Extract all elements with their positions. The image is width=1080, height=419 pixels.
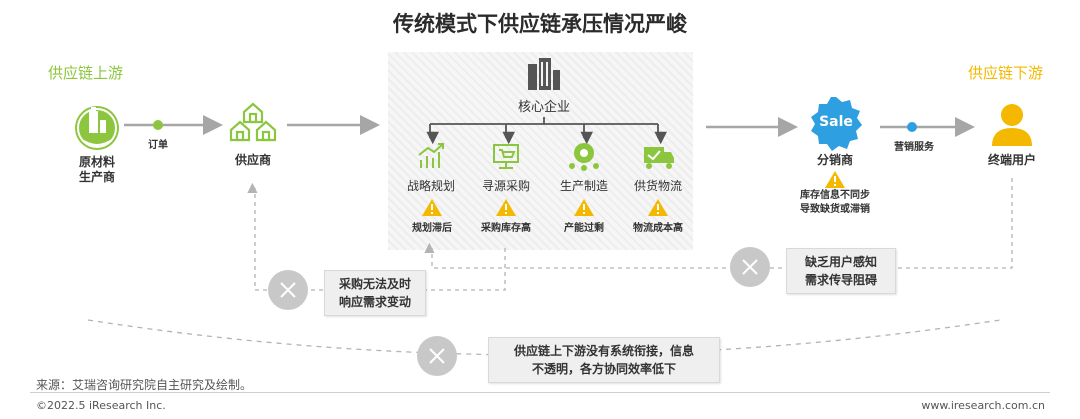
- order-label: 订单: [148, 140, 168, 151]
- cross-icon: [730, 247, 770, 287]
- dashed-chain-arc: [87, 319, 1001, 356]
- module-label: 寻源采购: [481, 179, 530, 193]
- callout-procurement: 采购无法及时 响应需求变动: [324, 270, 426, 316]
- source-note: 来源：艾瑞咨询研究院自主研究及绘制。: [36, 378, 253, 392]
- distributor-label: 分销商: [816, 153, 853, 167]
- warning-icon: [496, 199, 516, 216]
- arrow-order: [124, 115, 223, 135]
- module-problem: 采购库存高: [481, 223, 531, 234]
- module-label: 战略规划: [406, 179, 455, 193]
- core-enterprise-label: 核心企业: [517, 100, 570, 115]
- user-icon: [992, 104, 1032, 146]
- callout-chain: 供应链上下游没有系统衔接，信息 不透明，各方协同效率低下: [488, 337, 720, 383]
- warning-icon: [825, 171, 845, 188]
- supplier-icon: [229, 102, 277, 142]
- arrow-marketing: [880, 117, 975, 137]
- core-branch-lines: [426, 117, 667, 145]
- page-title: 传统模式下供应链承压情况严峻: [393, 12, 687, 36]
- copyright: ©2022.5 iResearch Inc.: [36, 399, 166, 412]
- marketing-label: 营销服务: [894, 142, 934, 153]
- website: www.iresearch.com.cn: [921, 399, 1045, 412]
- supplier-label: 供应商: [234, 153, 271, 167]
- raw-material-icon: [75, 106, 119, 150]
- module-problem: 产能过剩: [564, 223, 604, 234]
- raw-material-label: 原材料 生产商: [78, 155, 115, 184]
- chart-trend-icon: [418, 143, 444, 168]
- module-problem: 规划滞后: [412, 223, 452, 234]
- module-label: 供货物流: [633, 179, 682, 193]
- cross-icon: [417, 336, 457, 376]
- truck-check-icon: [644, 147, 674, 169]
- dashed-loop-user: [424, 178, 1013, 269]
- core-enterprise-panel: [388, 52, 693, 250]
- sale-badge-icon: [811, 97, 862, 151]
- warning-icon: [422, 199, 442, 216]
- building-icon: [528, 58, 560, 90]
- callout-user: 缺乏用户感知 需求传导阻碍: [786, 248, 896, 294]
- gear-people-icon: [569, 143, 599, 171]
- monitor-cart-icon: [493, 144, 519, 169]
- warning-icon: [648, 199, 668, 216]
- downstream-label: 供应链下游: [968, 64, 1044, 82]
- sale-badge-text: Sale: [819, 114, 853, 130]
- upstream-label: 供应链上游: [48, 64, 124, 82]
- end-user-label: 终端用户: [987, 153, 1036, 167]
- distributor-issue: 库存信息不同步 导致缺货或滞销: [800, 190, 870, 215]
- module-label: 生产制造: [559, 179, 608, 193]
- footer-divider: [30, 392, 1050, 393]
- module-problem: 物流成本高: [633, 223, 683, 234]
- warning-icon: [574, 199, 594, 216]
- cross-icon: [268, 270, 308, 310]
